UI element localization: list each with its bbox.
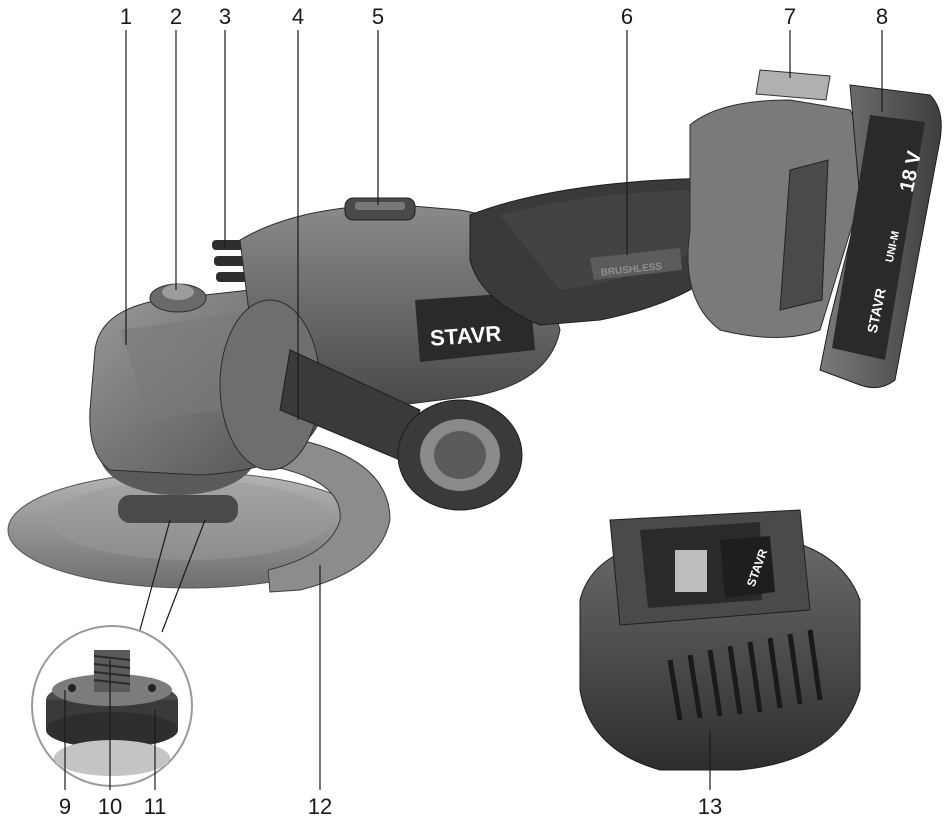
- callout-11: 11: [144, 794, 167, 819]
- grinder-logo: STAVR: [429, 321, 502, 351]
- charger-contact-slot: [675, 550, 707, 592]
- callout-numbers: 1 2 3 4 5 6 7 8 9 10 11 12 13: [59, 4, 888, 819]
- side-grill: [779, 159, 829, 311]
- callout-13: 13: [698, 794, 722, 819]
- callout-4: 4: [292, 4, 304, 29]
- battery-charger: STAVR: [579, 509, 861, 771]
- flange-detail-inset: [31, 519, 206, 787]
- callout-9: 9: [59, 794, 71, 819]
- callout-1: 1: [120, 4, 132, 29]
- side-handle: [219, 299, 523, 511]
- battery-release-button: [755, 69, 831, 101]
- callout-3: 3: [219, 4, 231, 29]
- angle-grinder: STAVR BRUSHLESS 18 V UNI-M STAVR: [7, 69, 942, 593]
- callout-10: 10: [98, 794, 122, 819]
- callout-2: 2: [170, 4, 182, 29]
- callout-12: 12: [308, 794, 332, 819]
- charger-vents: [667, 629, 823, 721]
- leader-lines: [64, 30, 883, 790]
- callout-6: 6: [621, 4, 633, 29]
- spindle-flange: [118, 495, 238, 523]
- callout-7: 7: [784, 4, 796, 29]
- callout-5: 5: [372, 4, 384, 29]
- disc-guard: [224, 429, 391, 593]
- callout-8: 8: [876, 4, 888, 29]
- handle-mark-plate: [590, 248, 682, 280]
